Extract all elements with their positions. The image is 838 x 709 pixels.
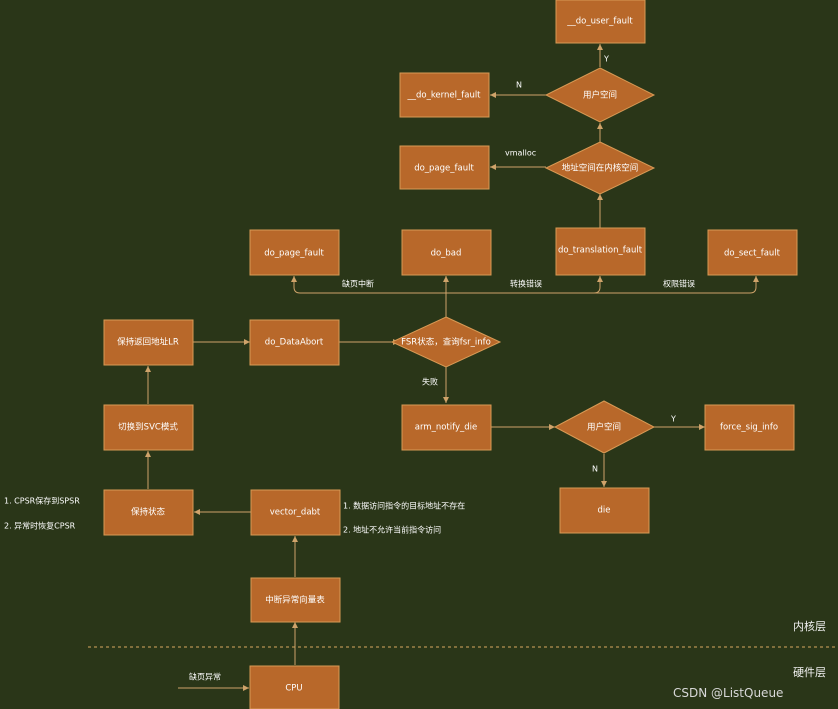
node-save-lr: 保持返回地址LR	[103, 319, 194, 366]
node-fsr-check: FSR状态，查询fsr_info	[390, 316, 502, 368]
node-force-sig-info: force_sig_info	[704, 404, 795, 451]
svg-text:do_DataAbort: do_DataAbort	[265, 338, 324, 348]
node-vector-dabt: vector_dabt	[250, 489, 341, 536]
node-do-user-fault: __do_user_fault	[555, 0, 646, 44]
node-switch-svc: 切换到SVC模式	[103, 404, 194, 451]
svg-text:用户空间: 用户空间	[583, 90, 617, 101]
svg-text:切换到SVC模式: 切换到SVC模式	[118, 422, 178, 433]
layer-label-hardware: 硬件层	[793, 666, 826, 679]
label-y-bottom: Y	[670, 415, 676, 424]
label-fail: 失败	[422, 377, 438, 387]
svg-text:do_bad: do_bad	[431, 249, 462, 259]
svg-text:中断异常向量表: 中断异常向量表	[265, 595, 325, 606]
label-n-top: N	[516, 81, 522, 90]
edge-fsr-to-translation	[593, 276, 603, 294]
svg-text:保持状态: 保持状态	[131, 507, 166, 518]
svg-text:do_sect_fault: do_sect_fault	[724, 249, 781, 259]
node-do-page-fault-top: do_page_fault	[399, 145, 490, 190]
svg-text:do_translation_fault: do_translation_fault	[558, 246, 643, 256]
label-permission-error: 权限错误	[663, 279, 695, 289]
edge-fsr-horizontal	[293, 286, 757, 294]
node-irq-vector-table: 中断异常向量表	[250, 577, 341, 623]
watermark: CSDN @ListQueue	[673, 686, 783, 700]
svg-text:__do_user_fault: __do_user_fault	[566, 17, 633, 27]
label-page-fault-irq: 缺页中断	[342, 279, 374, 289]
label-vmalloc: vmalloc	[505, 149, 536, 158]
node-user-space-bottom: 用户空间	[553, 400, 656, 454]
svg-text:arm_notify_die: arm_notify_die	[415, 423, 477, 433]
svg-text:die: die	[598, 506, 611, 516]
svg-text:do_page_fault: do_page_fault	[414, 164, 474, 174]
svg-text:do_page_fault: do_page_fault	[264, 249, 324, 259]
svg-text:force_sig_info: force_sig_info	[720, 423, 778, 433]
note-dabt-reason-2: 2. 地址不允许当前指令访问	[343, 525, 441, 535]
svg-text:CPU: CPU	[285, 684, 302, 694]
label-n-bottom: N	[592, 465, 598, 474]
label-translation-error: 转换错误	[510, 279, 542, 289]
svg-text:保持返回地址LR: 保持返回地址LR	[117, 337, 179, 348]
note-cpsr-save: 1. CPSR保存到SPSR	[4, 496, 80, 506]
svg-text:用户空间: 用户空间	[587, 422, 621, 433]
note-cpsr-restore: 2. 异常时恢复CPSR	[4, 521, 76, 531]
node-save-state: 保持状态	[103, 489, 194, 536]
label-y-top: Y	[603, 55, 609, 64]
svg-text:vector_dabt: vector_dabt	[270, 508, 321, 518]
svg-text:__do_kernel_fault: __do_kernel_fault	[406, 91, 481, 101]
node-kernel-space-check: 地址空间在内核空间	[544, 141, 656, 195]
node-do-translation-fault: do_translation_fault	[555, 227, 646, 276]
node-do-page-fault-mid: do_page_fault	[249, 229, 340, 276]
label-page-fault-exception: 缺页异常	[189, 672, 221, 682]
node-do-kernel-fault: __do_kernel_fault	[399, 72, 490, 118]
node-do-dataabort: do_DataAbort	[249, 319, 340, 366]
node-cpu: CPU	[249, 665, 340, 709]
node-do-sect-fault: do_sect_fault	[707, 229, 798, 276]
node-die: die	[559, 487, 650, 534]
layer-label-kernel: 内核层	[793, 619, 826, 633]
note-dabt-reason-1: 1. 数据访问指令的目标地址不存在	[343, 501, 465, 511]
svg-text:FSR状态，查询fsr_info: FSR状态，查询fsr_info	[401, 337, 491, 348]
node-do-bad: do_bad	[401, 229, 492, 276]
svg-text:地址空间在内核空间: 地址空间在内核空间	[562, 163, 639, 174]
node-arm-notify-die: arm_notify_die	[401, 404, 492, 451]
node-user-space-top: 用户空间	[544, 67, 656, 123]
